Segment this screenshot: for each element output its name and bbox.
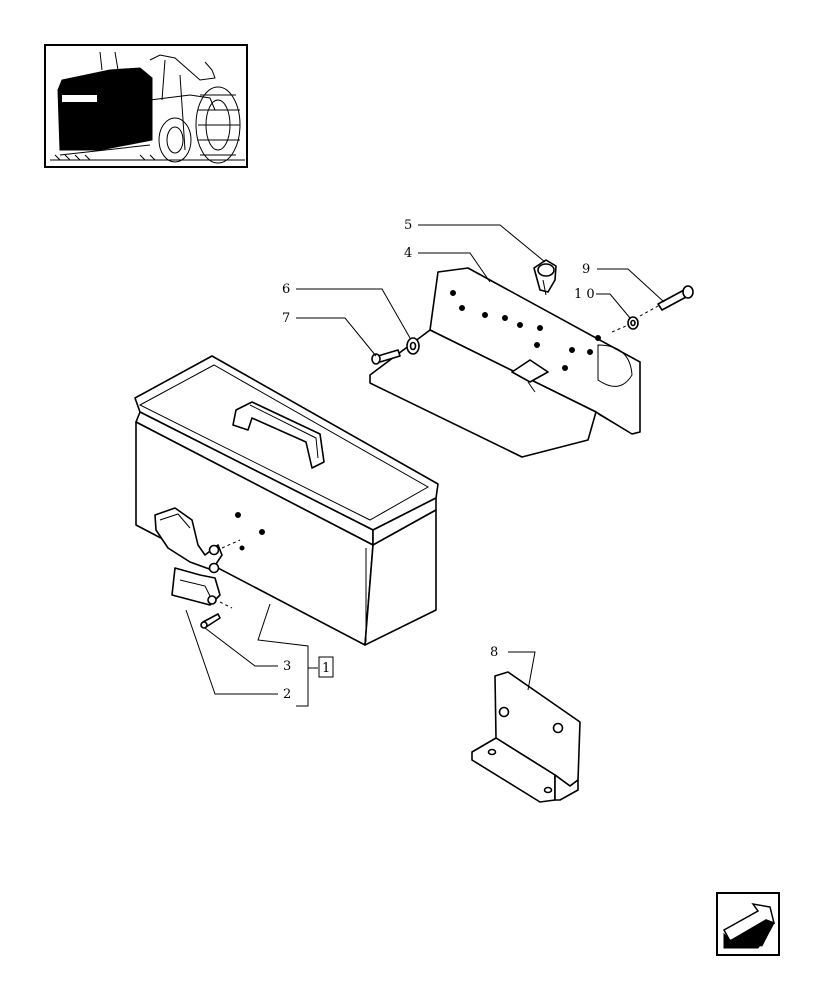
leader-lines: [185, 224, 665, 707]
callout-2: 2: [283, 687, 291, 702]
latch: [154, 507, 241, 609]
mounting-bracket: [471, 671, 581, 803]
callout-7: 7: [282, 311, 290, 326]
pin: [200, 613, 221, 629]
washer: [406, 337, 420, 355]
callout-9: 9: [582, 262, 590, 277]
callout-6: 6: [282, 282, 290, 297]
callout-10: 1 0: [574, 287, 595, 302]
callout-4: 4: [404, 246, 412, 261]
callout-labels: 5 4 9 1 0 6 7 8 3 2 1: [282, 218, 595, 702]
next-page-arrow-icon[interactable]: [716, 892, 780, 956]
bolt-9: [639, 285, 694, 317]
tractor-location-thumbnail-icon[interactable]: [44, 44, 248, 168]
clip: [533, 259, 557, 296]
callout-3: 3: [283, 659, 291, 674]
callout-1-box: [318, 656, 334, 678]
toolbox: [134, 355, 439, 646]
callout-5: 5: [404, 218, 412, 233]
callout-8: 8: [490, 645, 498, 660]
bolt: [371, 349, 401, 365]
bracket: [369, 267, 641, 458]
washer-10: [611, 316, 639, 333]
callout-1: 1: [322, 661, 330, 676]
